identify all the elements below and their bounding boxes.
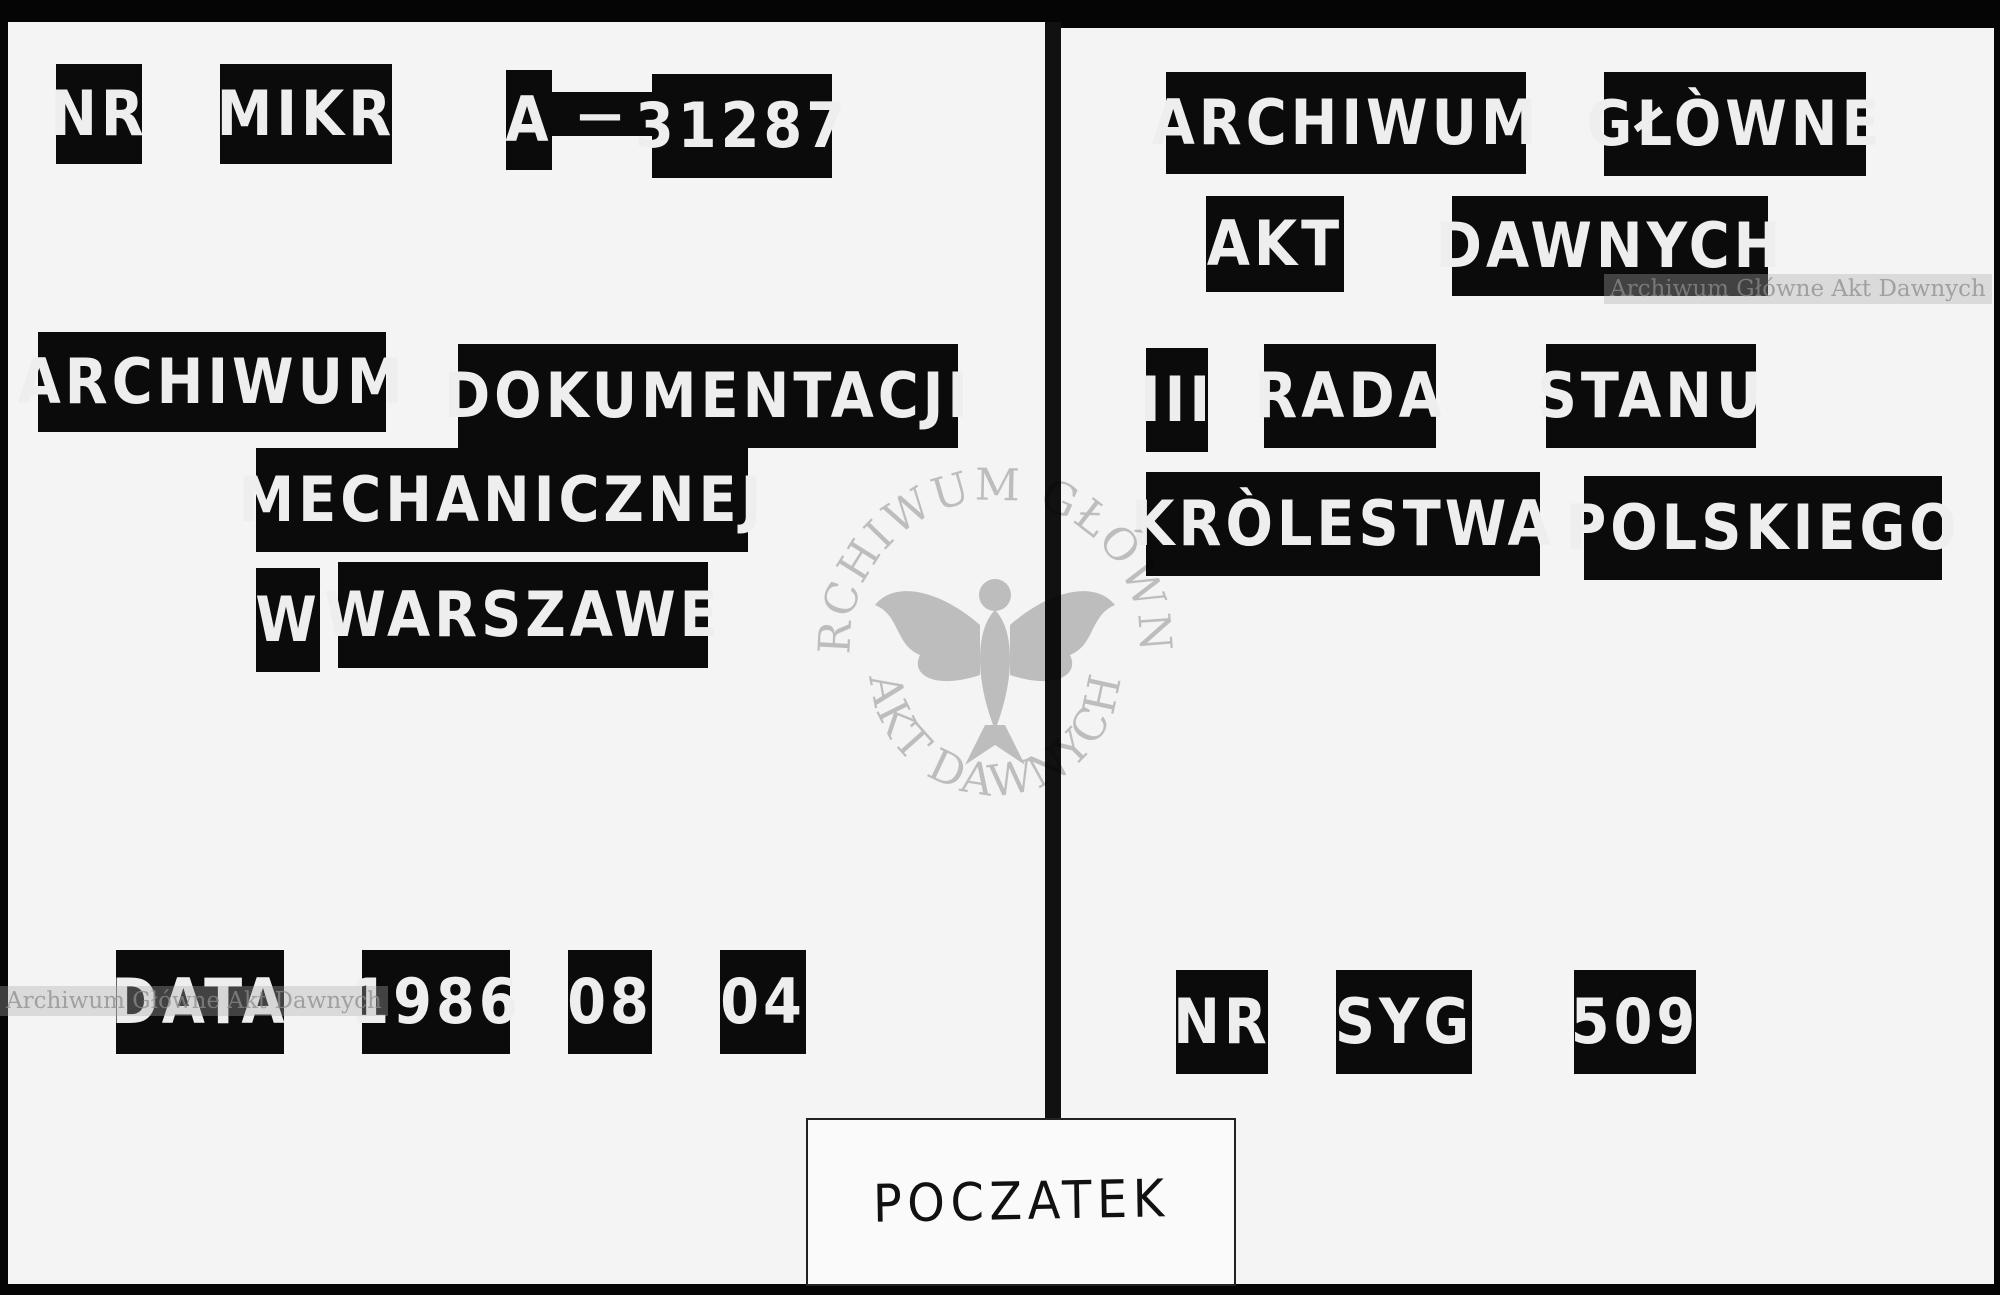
- krolestwa-tile: KRÒLESTWA: [1131, 472, 1551, 576]
- archiwum-right-tile: ARCHIWUM: [1152, 72, 1536, 174]
- prefix-tile: A: [505, 70, 552, 170]
- label-card: POCZATEK: [806, 1118, 1236, 1286]
- signature-number-tile: 509: [1571, 970, 1696, 1074]
- akt-tile: AKT: [1206, 196, 1344, 292]
- nr-syg-label-tile: NR: [1173, 970, 1268, 1074]
- syg-tile: SYG: [1335, 970, 1472, 1074]
- data-label-tile: DATA: [111, 950, 285, 1054]
- glowne-tile: GŁÒWNE: [1586, 72, 1880, 176]
- month-tile: 08: [567, 950, 652, 1054]
- rada-tile: RADA: [1254, 344, 1442, 448]
- w-tile: W: [255, 568, 320, 672]
- binding-line: [1045, 22, 1061, 1122]
- day-tile: 04: [720, 950, 806, 1054]
- archive-stamp: ARCHIWUM GŁÓWNE AKT DAWNYCH: [800, 430, 1179, 808]
- polskiego-tile: POLSKIEGO: [1565, 476, 1957, 580]
- microfilm-number-tile: 31287: [635, 74, 845, 178]
- year-tile: 1986: [350, 950, 518, 1054]
- warszawe-tile: WARSZAWE: [324, 562, 718, 668]
- mikr-tile: MIKR: [217, 64, 392, 164]
- dash-tile: —: [552, 89, 652, 139]
- dawnych-tile: DAWNYCH: [1436, 196, 1780, 296]
- dokumentacji-tile: DOKUMENTACJI: [444, 344, 968, 448]
- roman-numeral-tile: III: [1140, 348, 1210, 452]
- eagle-icon: [875, 579, 1115, 765]
- nr-tile: NR: [50, 64, 144, 164]
- mechanicznej-tile: MECHANICZNEJ: [239, 448, 761, 552]
- archiwum-left-tile: ARCHIWUM: [18, 332, 402, 432]
- watermark-bottom-left: Archiwum Główne Akt Dawnych: [0, 986, 388, 1016]
- label-card-text: POCZATEK: [872, 1169, 1170, 1235]
- stanu-tile: STANU: [1537, 344, 1761, 448]
- watermark-top-right: Archiwum Główne Akt Dawnych: [1604, 274, 1992, 304]
